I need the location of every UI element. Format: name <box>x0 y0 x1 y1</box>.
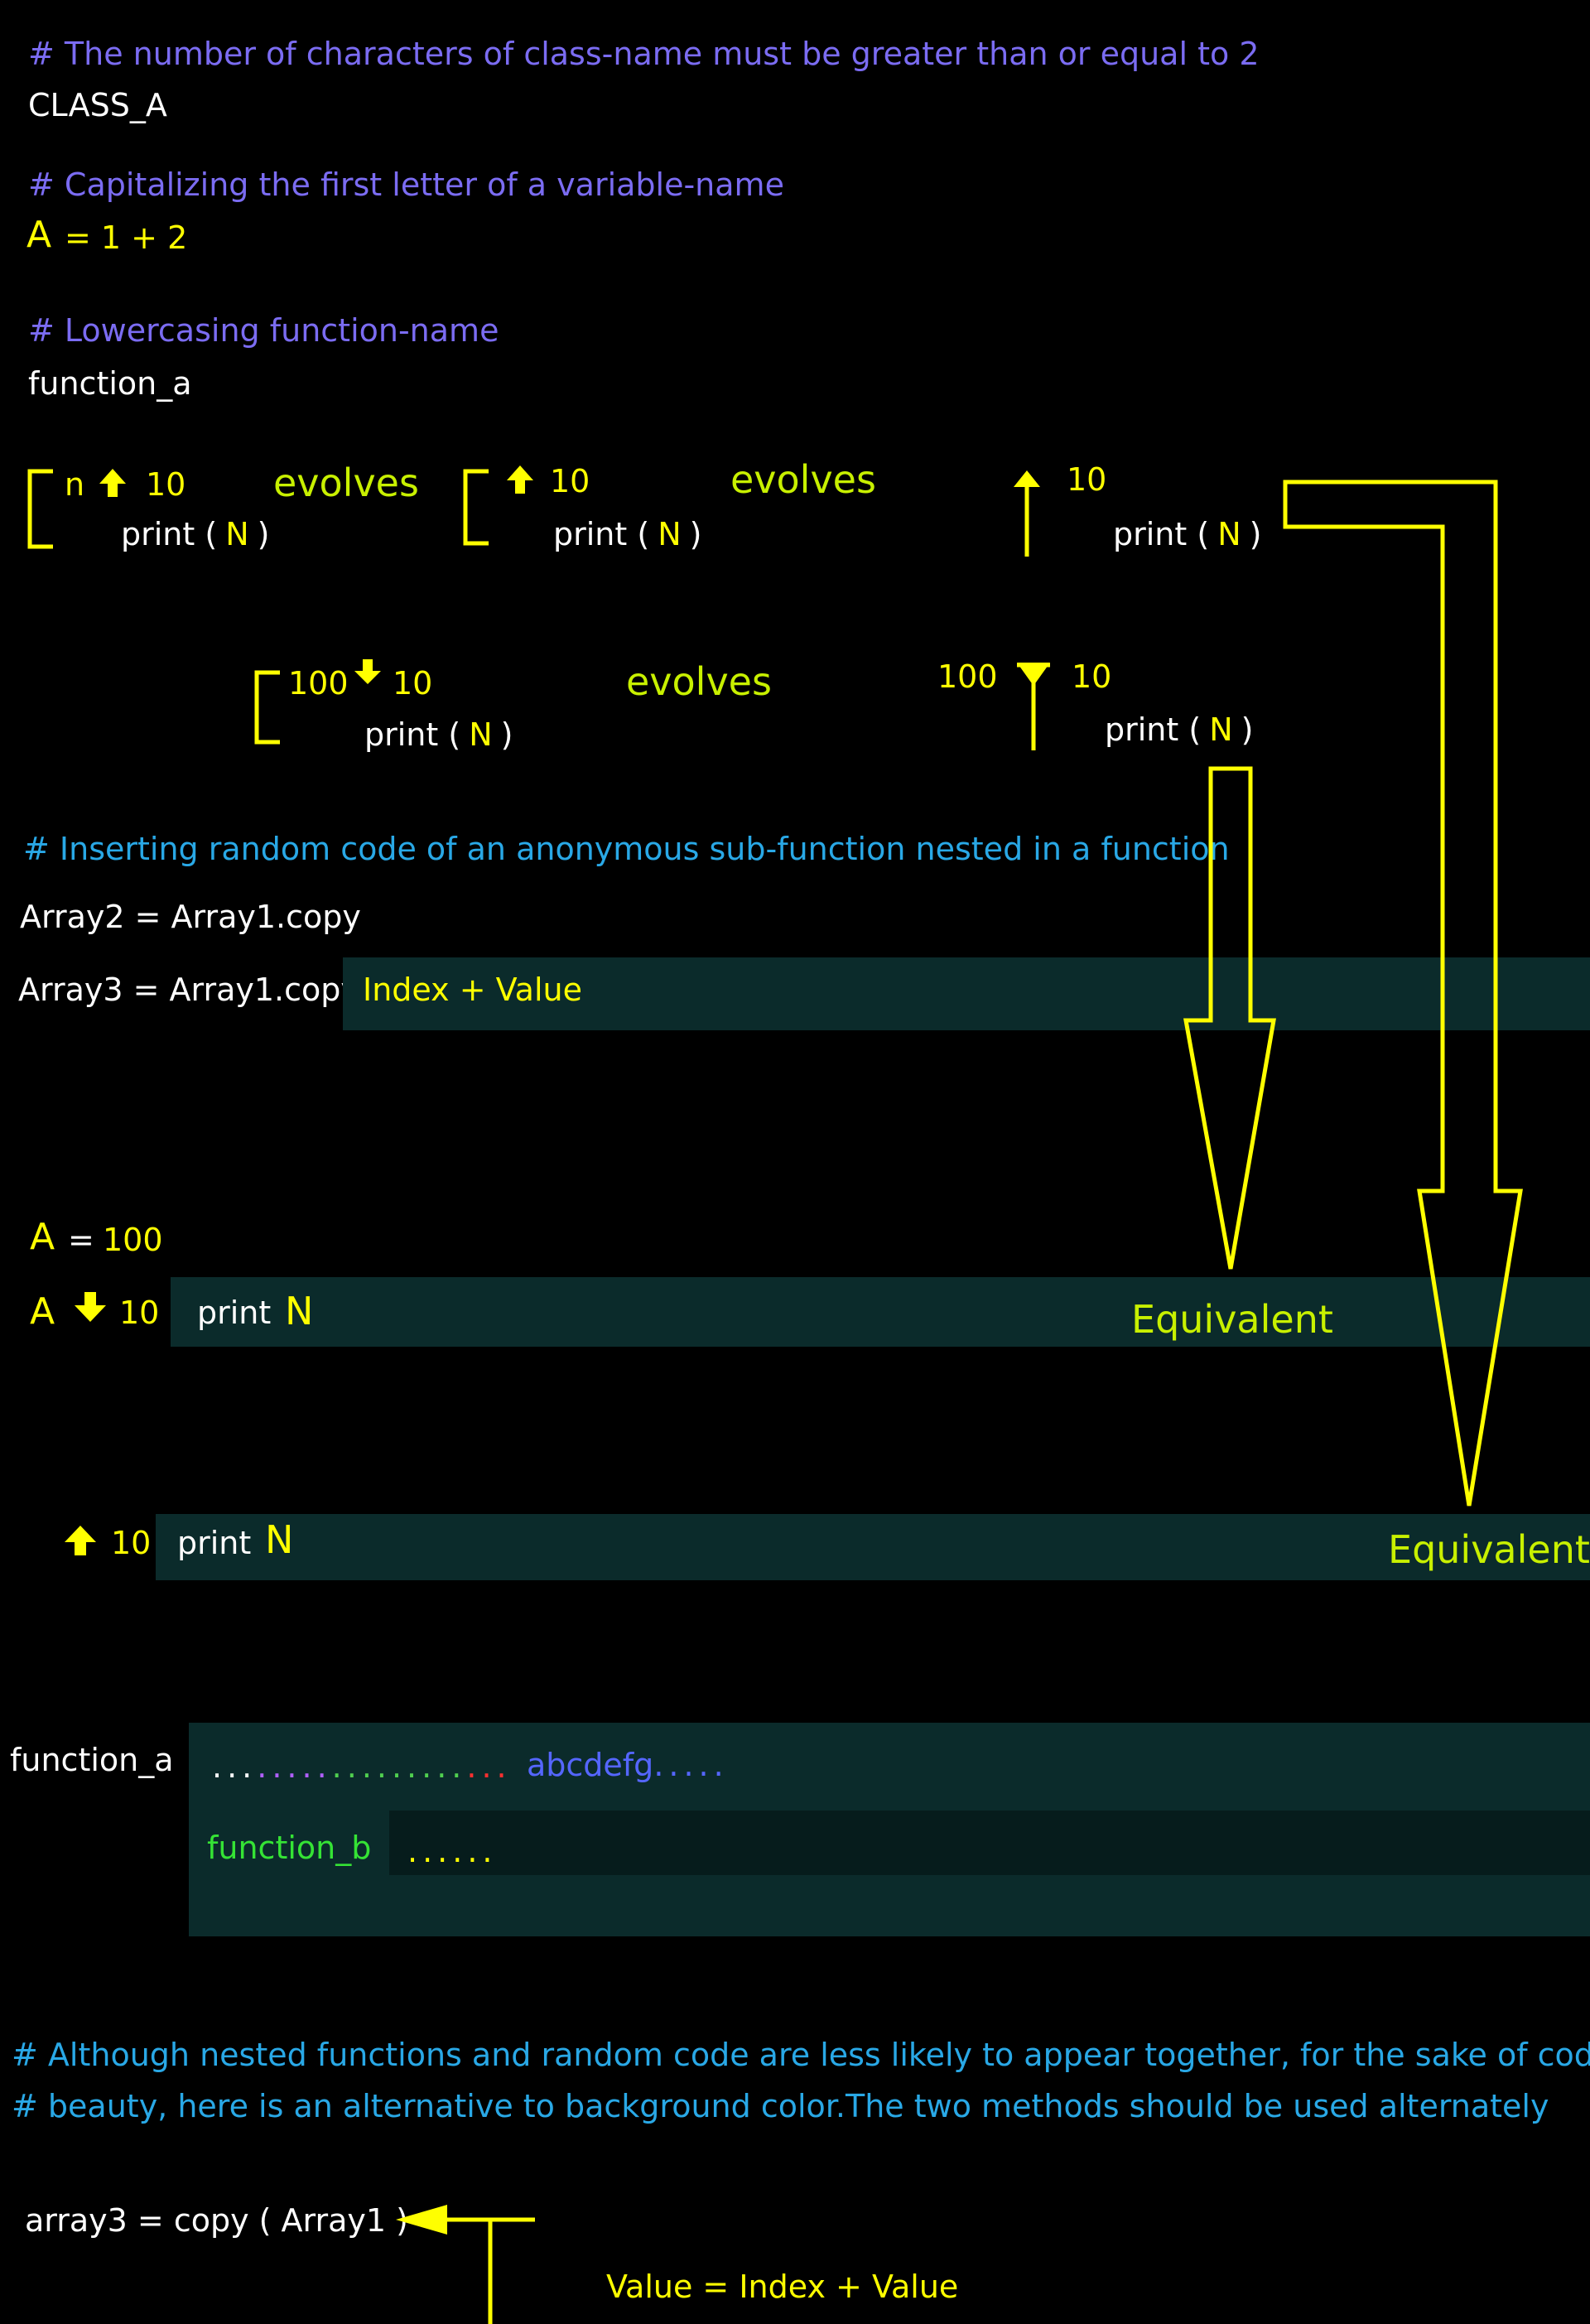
print-call-2: print (N) <box>553 518 701 550</box>
print-close: ) <box>689 516 702 552</box>
dots-white: ... <box>212 1748 258 1785</box>
print-arg: N <box>658 516 682 552</box>
loop-var-n: n <box>65 466 85 503</box>
print-label: print ( <box>553 516 650 552</box>
dots-purple: ..... <box>257 1748 332 1785</box>
nested-subfunction-panel <box>389 1811 1590 1875</box>
print-keyword-1: print <box>197 1295 272 1331</box>
dots-red: ... <box>466 1748 512 1785</box>
class-name-example: CLASS_A <box>28 87 167 123</box>
loop-start-2: 100 <box>937 658 998 695</box>
bracket-2 <box>463 469 489 546</box>
highlight-panel-2 <box>171 1277 1590 1347</box>
print-close: ) <box>257 516 270 552</box>
array2-assignment: Array2 = Array1.copy <box>20 899 361 935</box>
random-code-dots: .................... <box>212 1751 512 1782</box>
comment-anonymous-subfunction: # Inserting random code of an anonymous … <box>23 831 1230 867</box>
array3-assignment: Array3 = Array1.copy <box>18 972 359 1008</box>
down-arrow-icon <box>354 659 381 684</box>
print-label: print ( <box>121 516 218 552</box>
big-down-arrow-2 <box>1283 480 1523 1507</box>
print-call-1: print (N) <box>121 518 269 550</box>
loop-count-1: 10 <box>146 466 186 503</box>
print-arg: N <box>469 716 493 753</box>
value-index-value: Value = Index + Value <box>606 2269 959 2305</box>
comment-variable-name: # Capitalizing the first letter of a var… <box>28 166 784 203</box>
print-label: print ( <box>1113 516 1210 552</box>
loop-count-2: 10 <box>550 463 590 499</box>
up-arrow-icon <box>99 469 126 497</box>
loop-count-3: 10 <box>1067 461 1107 498</box>
print-close: ) <box>1249 516 1262 552</box>
abcdefg-text: abcdefg <box>527 1747 654 1783</box>
print-keyword-2: print <box>177 1525 252 1561</box>
loop-count-5: 10 <box>1072 658 1112 695</box>
function-a-label: function_a <box>10 1742 174 1778</box>
print-call-3: print (N) <box>1113 518 1261 550</box>
array3-copy-call: array3 = copy ( Array1 ) <box>25 2202 408 2239</box>
dots-green: ......... <box>331 1748 467 1785</box>
variable-a: A <box>26 214 52 256</box>
up-arrow-icon <box>507 465 533 494</box>
function-b-dots: ...... <box>407 1833 498 1869</box>
bracket-3 <box>254 670 280 745</box>
up-arrow-icon <box>65 1526 96 1555</box>
variable-expression: = 1 + 2 <box>65 219 188 256</box>
up-arrow-icon <box>1014 470 1040 487</box>
equivalent-label-1: Equivalent <box>1131 1297 1333 1342</box>
assign-equals: = <box>68 1222 94 1258</box>
print-arg-n-2: N <box>265 1517 294 1562</box>
print-arg: N <box>1209 711 1233 748</box>
comment-class-name: # The number of characters of class-name… <box>28 36 1260 72</box>
loop-var-a: A <box>30 1290 55 1333</box>
loop-count-7: 10 <box>111 1525 152 1561</box>
bracket-1 <box>27 469 53 549</box>
down-arrow-icon <box>75 1292 106 1322</box>
print-call-4: print (N) <box>364 719 513 750</box>
print-close: ) <box>1241 711 1254 748</box>
evolves-label-3: evolves <box>626 659 772 704</box>
highlight-panel-3 <box>156 1514 1590 1580</box>
left-arrow-icon <box>396 2205 447 2235</box>
big-down-arrow-1 <box>1183 766 1276 1270</box>
comment-alternative-2: # beauty, here is an alternative to back… <box>12 2088 1549 2124</box>
loop-start-1: 100 <box>288 665 349 702</box>
loop-count-4: 10 <box>393 665 433 702</box>
comment-alternative-1: # Although nested functions and random c… <box>12 2037 1590 2073</box>
evolves-label-1: evolves <box>273 460 419 505</box>
print-close: ) <box>500 716 513 753</box>
down-arrow-icon <box>1017 663 1050 686</box>
index-plus-value: Index + Value <box>363 972 582 1008</box>
dots-blue: ..... <box>653 1747 729 1783</box>
loop-count-6: 10 <box>119 1295 160 1331</box>
print-label: print ( <box>1105 711 1202 748</box>
function-b-label: function_b <box>207 1830 372 1866</box>
print-label: print ( <box>364 716 461 753</box>
comment-function-name: # Lowercasing function-name <box>28 312 499 349</box>
print-arg-n-1: N <box>285 1289 314 1333</box>
assign-var-a: A <box>30 1216 55 1258</box>
random-code-abcdefg: abcdefg..... <box>527 1749 729 1781</box>
evolves-label-2: evolves <box>730 457 876 502</box>
assign-value-100: 100 <box>103 1222 163 1258</box>
print-call-5: print (N) <box>1105 714 1253 745</box>
function-name-example: function_a <box>28 365 192 402</box>
print-arg: N <box>225 516 249 552</box>
print-arg: N <box>1217 516 1241 552</box>
equivalent-label-2: Equivalent <box>1388 1527 1590 1572</box>
highlight-panel-1 <box>343 957 1590 1030</box>
